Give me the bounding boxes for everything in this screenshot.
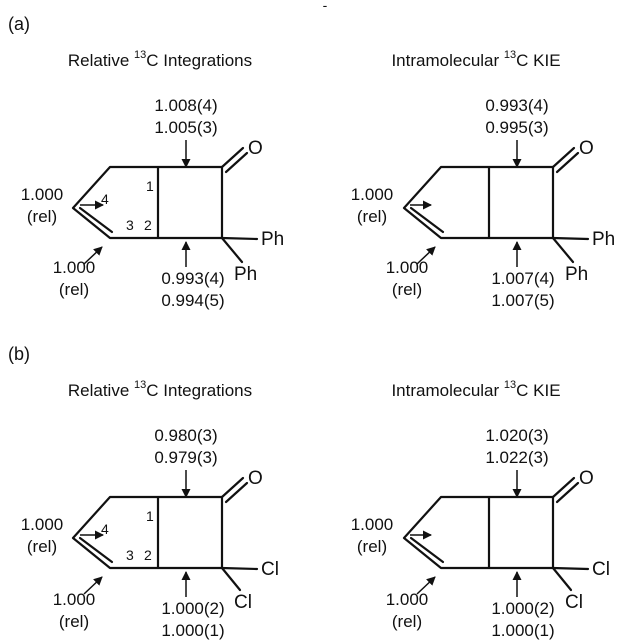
panel-a-left-c4-value: 1.000	[21, 185, 64, 204]
panel-b-label: (b)	[8, 344, 30, 364]
panel-a: (a) Relative 13C Integrations 1.008(4) 1…	[8, 14, 615, 310]
panel-a-right-c2-value-2: 1.007(5)	[491, 291, 554, 310]
panel-b-left-c1-value-2: 0.979(3)	[154, 448, 217, 467]
panel-a-left-c4-rel: (rel)	[27, 207, 57, 226]
panel-b-left-c2-value-2: 1.000(1)	[161, 621, 224, 640]
panel-b-right-c2-value-1: 1.000(2)	[491, 599, 554, 618]
panel-a-right-c1-value-1: 0.993(4)	[485, 96, 548, 115]
panel-b-left-c1-value-1: 0.980(3)	[154, 426, 217, 445]
panel-a-right-c1-value-2: 0.995(3)	[485, 118, 548, 137]
panel-b-right-c3-arrow	[416, 576, 436, 595]
panel-a-right-c3-arrow	[416, 246, 436, 265]
panel-b-left-molecule	[71, 476, 259, 592]
panel-b-left-c4-value: 1.000	[21, 515, 64, 534]
panel-a-left-title: Relative 13C Integrations	[68, 49, 252, 70]
panel-b: (b) Relative 13C Integrations 0.980(3) 0…	[8, 344, 610, 640]
panel-b-right-c4-rel: (rel)	[357, 537, 387, 556]
panel-a-left-c2-value-1: 0.993(4)	[161, 269, 224, 288]
panel-b-right-cl-1: Cl	[592, 559, 610, 580]
panel-b-left-pos-4: 4	[101, 521, 109, 537]
panel-a-left-c3-value: 1.000	[53, 258, 96, 277]
panel-b-left-pos-1: 1	[146, 508, 154, 524]
panel-b-left-title: Relative 13C Integrations	[68, 379, 252, 400]
panel-a-left-carbonyl-o: O	[248, 138, 263, 159]
panel-a-right-ph-2: Ph	[565, 264, 588, 285]
panel-b-left-pos-3: 3	[126, 547, 134, 563]
panel-b-left-c3-value: 1.000	[53, 590, 96, 609]
panel-b-left-c2-value-1: 1.000(2)	[161, 599, 224, 618]
panel-a-right-structure: Intramolecular 13C KIE 0.993(4) 0.995(3)…	[351, 49, 616, 310]
panel-a-left-c1-value-2: 1.005(3)	[154, 118, 217, 137]
panel-a-left-ph-1: Ph	[261, 229, 284, 250]
panel-a-right-c2-value-1: 1.007(4)	[491, 269, 554, 288]
panel-b-right-cl-2: Cl	[565, 592, 583, 613]
panel-a-left-structure: Relative 13C Integrations 1.008(4) 1.005…	[21, 49, 285, 310]
panel-a-right-title: Intramolecular 13C KIE	[391, 49, 560, 70]
panel-a-left-ph-2: Ph	[234, 264, 257, 285]
panel-a-left-c3-rel: (rel)	[59, 280, 89, 299]
panel-b-right-c1-value-2: 1.022(3)	[485, 448, 548, 467]
panel-b-right-molecule	[402, 476, 590, 592]
panel-a-right-c4-value: 1.000	[351, 185, 394, 204]
panel-b-right-c1-value-1: 1.020(3)	[485, 426, 548, 445]
panel-a-left-pos-2: 2	[144, 217, 152, 233]
stray-mark: -	[323, 0, 328, 13]
panel-b-left-cl-2: Cl	[234, 592, 252, 613]
panel-b-right-c4-value: 1.000	[351, 515, 394, 534]
panel-a-left-pos-3: 3	[126, 217, 134, 233]
panel-b-left-pos-2: 2	[144, 547, 152, 563]
panel-a-left-c3-arrow	[83, 246, 103, 265]
panel-b-left-structure: Relative 13C Integrations 0.980(3) 0.979…	[21, 379, 279, 640]
panel-b-right-structure: Intramolecular 13C KIE 1.020(3) 1.022(3)…	[351, 379, 610, 640]
panel-a-left-pos-4: 4	[101, 191, 109, 207]
panel-b-right-carbonyl-o: O	[579, 468, 594, 489]
panel-a-left-c1-value-1: 1.008(4)	[154, 96, 217, 115]
panel-b-right-c3-value: 1.000	[386, 590, 429, 609]
panel-a-left-pos-1: 1	[146, 178, 154, 194]
panel-a-right-c3-value: 1.000	[386, 258, 429, 277]
panel-a-left-molecule	[71, 146, 259, 264]
panel-b-left-c3-arrow	[83, 576, 103, 595]
panel-b-left-carbonyl-o: O	[248, 468, 263, 489]
panel-b-right-title: Intramolecular 13C KIE	[391, 379, 560, 400]
panel-a-label: (a)	[8, 14, 30, 34]
panel-a-right-c4-rel: (rel)	[357, 207, 387, 226]
panel-a-left-c2-value-2: 0.994(5)	[161, 291, 224, 310]
panel-b-left-c3-rel: (rel)	[59, 612, 89, 631]
panel-b-right-c3-rel: (rel)	[392, 612, 422, 631]
panel-b-left-c4-rel: (rel)	[27, 537, 57, 556]
panel-a-right-carbonyl-o: O	[579, 138, 594, 159]
panel-a-right-ph-1: Ph	[592, 229, 615, 250]
panel-b-right-c2-value-2: 1.000(1)	[491, 621, 554, 640]
panel-a-right-molecule	[402, 146, 590, 264]
panel-b-left-cl-1: Cl	[261, 559, 279, 580]
panel-a-right-c3-rel: (rel)	[392, 280, 422, 299]
